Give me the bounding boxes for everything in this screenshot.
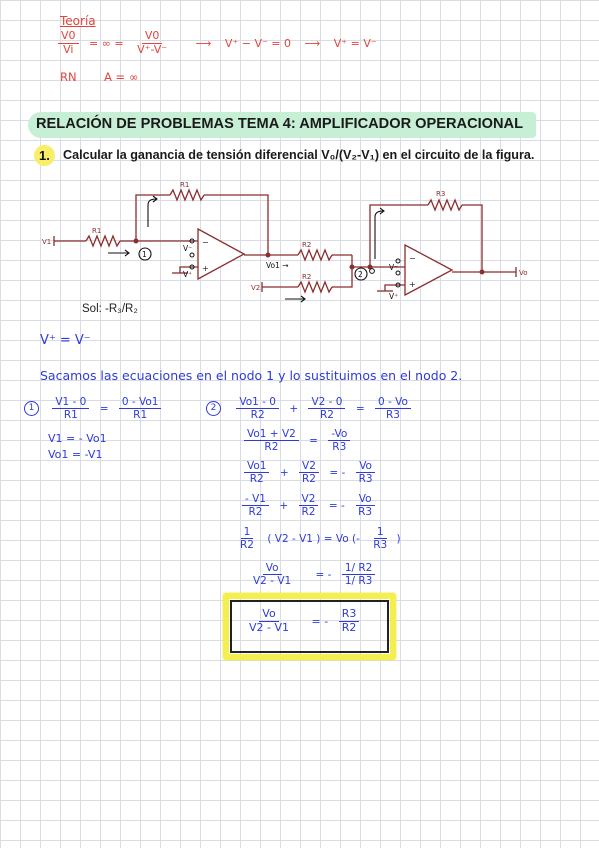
label-vplus-2: V⁺ — [389, 292, 398, 301]
question-text: Calcular la ganancia de tensión diferenc… — [63, 148, 535, 162]
label-vo1: Vo1 → — [266, 261, 289, 270]
method-sentence: Sacamos las ecuaciones en el nodo 1 y lo… — [40, 368, 463, 383]
label-v2: V2 — [251, 284, 260, 292]
label-vminus-1: V⁻ — [183, 244, 192, 253]
heading-highlight — [28, 112, 536, 138]
label-r1-input: R1 — [92, 227, 101, 235]
svg-text:+: + — [409, 280, 416, 289]
question-number-badge: 1. — [34, 145, 55, 166]
result-box — [230, 600, 389, 653]
vplus-equals-vminus: V⁺ = V⁻ — [40, 333, 91, 348]
node2-circle-label: 2 — [206, 401, 221, 417]
label-r3: R3 — [436, 190, 445, 198]
label-r2-top: R2 — [302, 241, 311, 249]
label-vplus-1: V⁺ — [183, 270, 192, 279]
label-node-2: 2 — [358, 270, 363, 279]
page-heading: RELACIÓN DE PROBLEMAS TEMA 4: AMPLIFICAD… — [36, 116, 524, 132]
label-vminus-2: V⁻ — [389, 263, 398, 272]
label-v1: V1 — [42, 238, 51, 246]
node1-line-2: V1 = - Vo1 — [48, 432, 107, 445]
svg-text:+: + — [202, 264, 209, 273]
theory-a-infinite: A = ∞ — [104, 70, 139, 84]
theory-rn: RN — [60, 70, 77, 84]
solution-text: Sol: -R₃/R₂ — [82, 303, 138, 315]
node1-line-3: Vo1 = -V1 — [48, 448, 103, 461]
circuit-diagram: − + − + R1 R1 V1 R3 R2 R2 V2 Vo V⁻ V⁺ 1 Vo… — [42, 181, 528, 303]
svg-text:−: − — [202, 238, 209, 247]
label-vo: Vo — [519, 269, 528, 277]
result-highlight — [223, 593, 396, 660]
svg-text:−: − — [409, 254, 416, 263]
node1-circle-label: 1 — [24, 401, 39, 417]
label-node-1: 1 — [142, 250, 147, 259]
theory-title: Teoría — [60, 14, 96, 28]
label-r1-feedback: R1 — [180, 181, 189, 189]
label-r2-bottom: R2 — [302, 273, 311, 281]
